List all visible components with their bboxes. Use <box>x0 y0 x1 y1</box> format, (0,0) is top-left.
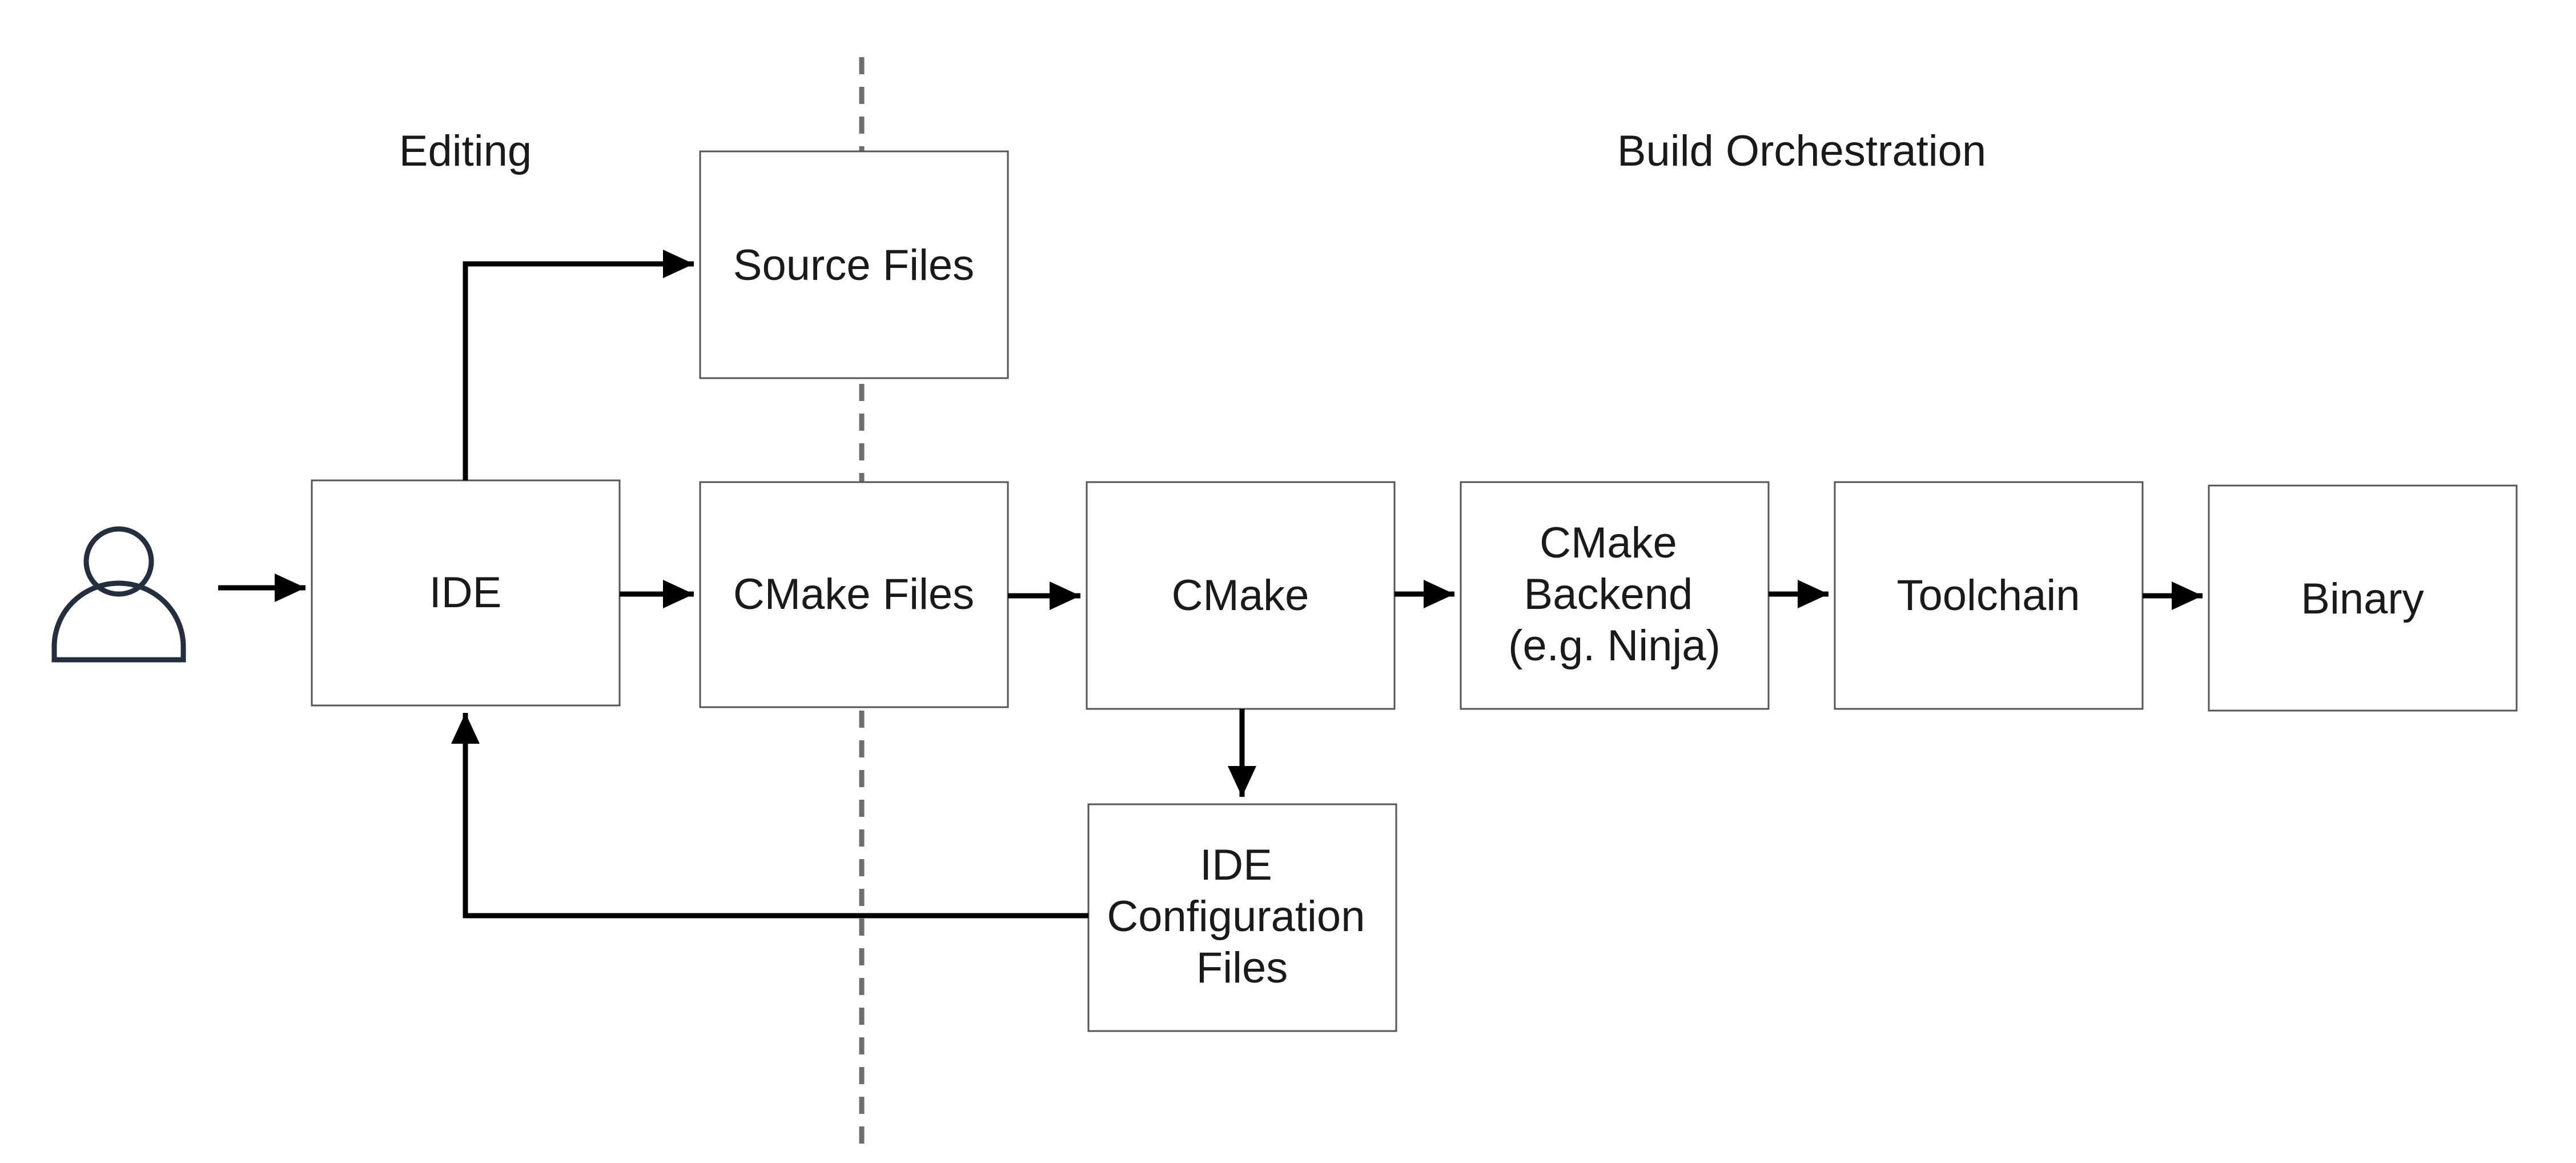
cmake-box <box>1086 481 1396 710</box>
section-label-build-orchestration: Build Orchestration <box>1617 127 1986 175</box>
ide-box <box>311 479 621 707</box>
cmake-files-box <box>699 481 1009 708</box>
ide-label: IDE <box>429 568 502 617</box>
arrow-ide-configuration-files-to-ide <box>451 713 1088 919</box>
section-label-editing: Editing <box>399 127 532 175</box>
arrow-ide-to-source-files <box>463 250 694 480</box>
ide-configuration-files-label: IDE Configuration Files <box>1107 841 1377 992</box>
binary-box <box>2208 484 2518 712</box>
source-files-box <box>699 150 1009 379</box>
cmake-backend-box <box>1460 481 1770 710</box>
ide-configuration-files-box <box>1087 803 1397 1032</box>
source-files-label: Source Files <box>733 241 974 290</box>
cmake-backend-label: CMake Backend (e.g. Ninja) <box>1508 519 1721 670</box>
binary-label: Binary <box>2301 575 2424 623</box>
toolchain-box <box>1834 481 2144 710</box>
cmake-files-label: CMake Files <box>733 570 974 619</box>
user-icon <box>51 526 186 663</box>
cmake-label: CMake <box>1172 571 1309 620</box>
toolchain-label: Toolchain <box>1896 571 2080 620</box>
